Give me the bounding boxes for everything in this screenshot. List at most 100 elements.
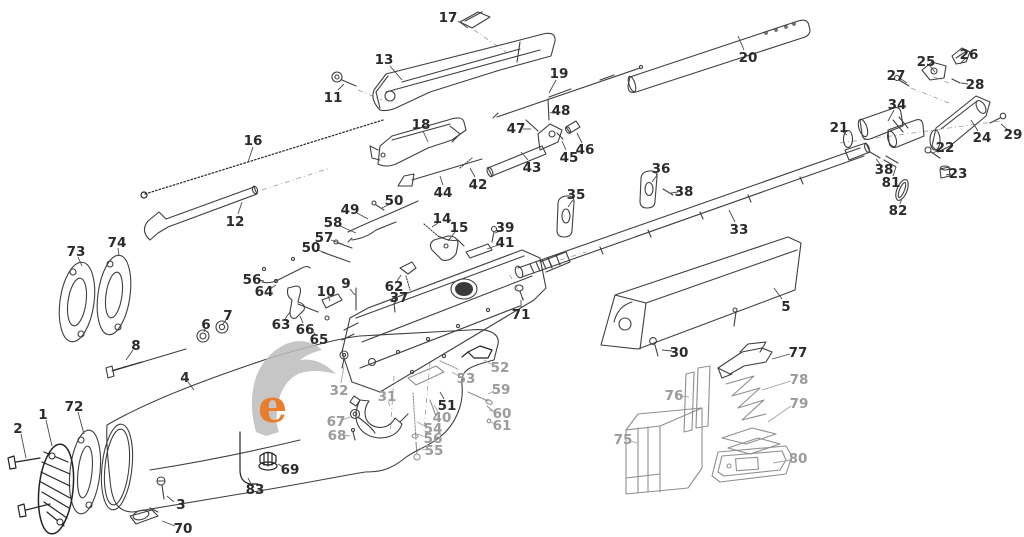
leader-line-22	[932, 149, 940, 154]
leader-line-39	[494, 230, 501, 234]
part-label-47: 47	[507, 121, 526, 137]
part-label-18: 18	[412, 117, 431, 133]
screw-71-shape	[514, 284, 524, 301]
part-label-32: 32	[330, 383, 349, 399]
firing-pin-47-shape	[525, 119, 539, 132]
bolt-43-shape	[486, 123, 563, 178]
nut-23-shape	[939, 165, 951, 179]
leader-line-37	[393, 300, 397, 305]
watermark-letter: e	[258, 379, 287, 433]
gas-cylinder-35-shape	[556, 195, 575, 238]
part-label-22: 22	[936, 140, 955, 156]
part-label-83: 83	[246, 482, 265, 498]
part-label-70: 70	[174, 521, 193, 537]
pin-40-shape	[429, 399, 437, 417]
leader-line-34	[887, 109, 895, 122]
part-label-60: 60	[493, 406, 512, 422]
part-label-31: 31	[378, 389, 397, 405]
buttplate-screws-2-shape	[7, 455, 51, 518]
op-rod-44-shape	[397, 158, 483, 187]
part-label-67: 67	[327, 414, 346, 430]
part-label-19: 19	[550, 66, 569, 82]
part-label-56: 56	[424, 431, 443, 447]
part-label-20: 20	[739, 50, 758, 66]
leader-line-50	[381, 203, 391, 209]
ball-61-shape	[486, 418, 492, 424]
part-label-35: 35	[567, 187, 586, 203]
part-label-15: 15	[450, 220, 469, 236]
spring-53-shape	[439, 360, 459, 370]
magazine-75-shape	[625, 407, 703, 495]
leader-line-48	[549, 110, 556, 114]
part-label-38: 38	[675, 184, 694, 200]
leader-line-35	[567, 199, 574, 208]
part-label-58: 58	[324, 215, 343, 231]
screw-29-shape	[989, 112, 1007, 124]
leader-line-58	[339, 225, 357, 234]
spacer-73-shape	[58, 261, 96, 343]
leader-line-6	[203, 328, 206, 333]
pin-59-shape	[467, 391, 493, 405]
gas-cylinder-36-shape	[639, 170, 658, 209]
leader-line-8	[125, 349, 134, 361]
pin-38-upper-shape	[869, 151, 881, 159]
leader-line-33	[728, 209, 736, 223]
part-label-6: 6	[201, 317, 210, 333]
part-label-21: 21	[830, 120, 849, 136]
part-label-62: 62	[385, 279, 404, 295]
part-label-56: 56	[243, 272, 262, 288]
part-label-14: 14	[433, 211, 452, 227]
pin-28-shape	[951, 78, 961, 84]
part-label-37: 37	[390, 290, 409, 306]
screw-22-shape	[924, 146, 941, 159]
part-label-13: 13	[375, 52, 394, 68]
hammer-strut-67-shape	[349, 408, 376, 434]
leader-line-75	[629, 440, 638, 444]
part-label-80: 80	[789, 451, 808, 467]
part-label-11: 11	[324, 90, 343, 106]
leader-line-78	[761, 380, 792, 391]
part-label-63: 63	[272, 317, 291, 333]
leader-line-83	[247, 477, 252, 485]
leader-line-13	[389, 65, 403, 81]
part-label-10: 10	[317, 284, 336, 300]
operating-rod-19-shape	[492, 64, 644, 119]
part-label-68: 68	[328, 428, 347, 444]
watermark: e	[251, 341, 336, 436]
watermark-swoosh	[251, 341, 336, 436]
leader-line-14	[431, 222, 439, 228]
part-label-50: 50	[385, 193, 404, 209]
leader-line-32	[340, 365, 345, 384]
trigger-group-parts	[261, 200, 498, 369]
leader-line-17	[457, 20, 469, 29]
leader-line-2	[20, 433, 27, 459]
leader-line-51	[439, 391, 445, 400]
leader-line-82	[899, 197, 903, 205]
part-label-75: 75	[614, 432, 633, 448]
part-label-38: 38	[875, 162, 894, 178]
part-label-65: 65	[310, 332, 329, 348]
leader-line-15	[447, 231, 456, 242]
leader-line-1	[45, 419, 53, 447]
part-label-23: 23	[949, 166, 968, 182]
leader-line-11	[337, 83, 345, 91]
forend-5-shape	[600, 236, 802, 350]
leader-line-77	[771, 353, 791, 360]
barrel-33-shape	[514, 142, 871, 279]
leader-line-12	[237, 201, 243, 215]
leader-line-54	[416, 421, 426, 427]
leader-line-19	[548, 79, 557, 94]
leader-line-69	[277, 463, 284, 468]
plate-51-shape	[407, 365, 445, 386]
part-label-27: 27	[887, 68, 906, 84]
screw-3-shape	[156, 476, 166, 500]
part-label-43: 43	[523, 160, 542, 176]
leader-line-59	[487, 390, 495, 395]
spacer-72-shape	[68, 429, 102, 515]
part-label-40: 40	[433, 410, 452, 426]
part-label-55: 55	[425, 443, 444, 459]
part-label-42: 42	[469, 177, 488, 193]
leader-line-79	[767, 405, 792, 423]
sight-piece-17-shape	[459, 11, 491, 29]
